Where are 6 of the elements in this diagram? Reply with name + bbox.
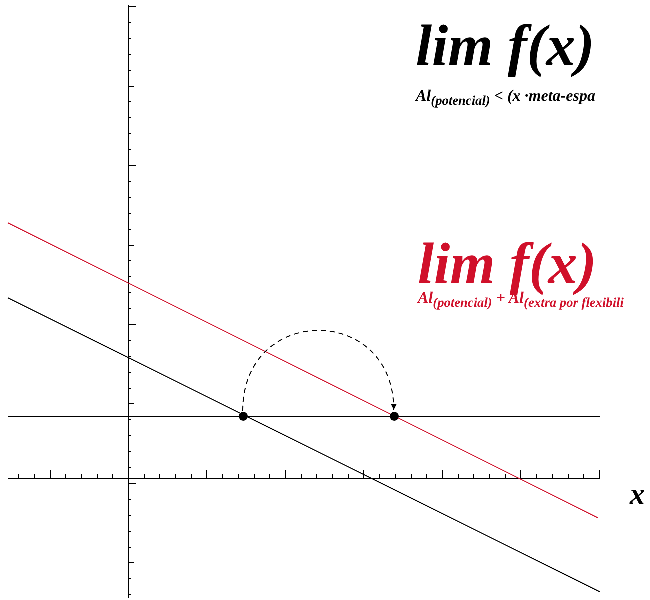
formula-heading: lim f(x) — [416, 12, 595, 79]
curved-arrow — [242, 330, 396, 412]
axis-label: x — [630, 478, 645, 512]
point-marker — [390, 412, 398, 420]
formula-text: Al$_{(potencial)}$ < (x ·meta-espa — [416, 88, 596, 110]
point-marker — [238, 412, 248, 420]
